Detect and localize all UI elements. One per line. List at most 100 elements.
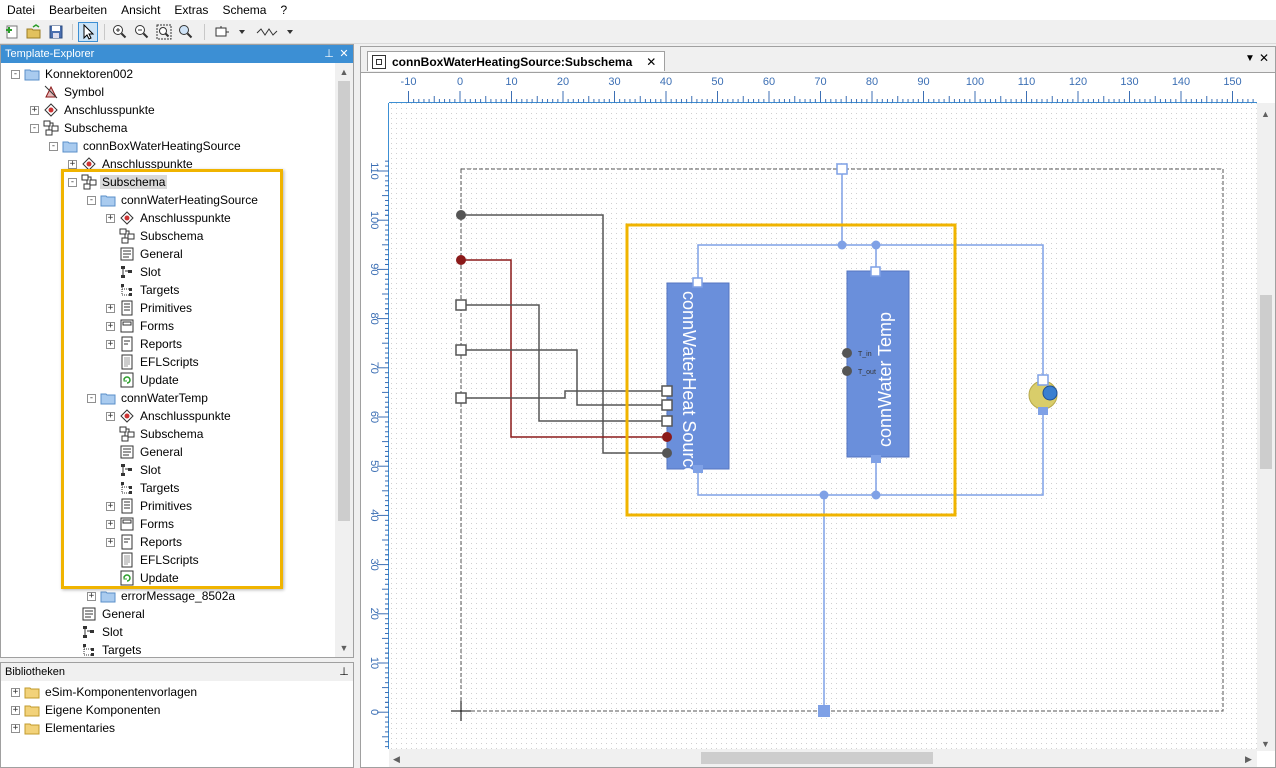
- port-node[interactable]: [455, 299, 467, 311]
- tree-item-anschlusspunkte[interactable]: +Anschlusspunkte: [106, 407, 233, 425]
- collapse-icon[interactable]: -: [68, 176, 77, 187]
- expand-icon[interactable]: +: [87, 590, 96, 601]
- canvas-vertical-scrollbar[interactable]: ▲ ▼: [1257, 103, 1275, 751]
- zoom-select-icon[interactable]: [176, 22, 196, 42]
- port-node[interactable]: [836, 163, 848, 175]
- tree-item-general[interactable]: General: [68, 605, 147, 623]
- tree-item-konnektoren002[interactable]: -Konnektoren002: [11, 65, 135, 83]
- zoom-fit-icon[interactable]: [154, 22, 174, 42]
- tree-item-connboxwaterheatingsource[interactable]: -connBoxWaterHeatingSource: [49, 137, 243, 155]
- canvas-horizontal-scrollbar[interactable]: ◀ ▶: [389, 749, 1257, 767]
- collapse-icon[interactable]: -: [87, 392, 96, 403]
- expand-icon[interactable]: +: [106, 536, 115, 547]
- expand-icon[interactable]: +: [106, 320, 115, 331]
- targets-icon: [119, 480, 135, 496]
- tree-item-eflscripts[interactable]: EFLScripts: [106, 353, 201, 371]
- folder-blue-icon: [24, 66, 40, 82]
- tree-item-forms[interactable]: +Forms: [106, 317, 176, 335]
- expand-icon[interactable]: +: [11, 704, 20, 715]
- tree-item-targets[interactable]: Targets: [106, 479, 181, 497]
- explorer-title: Template-Explorer: [1, 45, 353, 63]
- port-node[interactable]: [455, 392, 467, 404]
- expand-icon[interactable]: +: [106, 518, 115, 529]
- expand-icon[interactable]: +: [106, 410, 115, 421]
- tree-item-slot[interactable]: Slot: [106, 263, 163, 281]
- tree-item-symbol[interactable]: Symbol: [30, 83, 106, 101]
- tree-item-connwatertemp[interactable]: -connWaterTemp: [87, 389, 210, 407]
- tree-item-anschlusspunkte[interactable]: +Anschlusspunkte: [106, 209, 233, 227]
- tree-item-eflscripts[interactable]: EFLScripts: [106, 551, 201, 569]
- pin-icon[interactable]: ⊥: [339, 666, 349, 678]
- tree-item-label: Symbol: [64, 85, 105, 99]
- ruler-label: 70: [814, 76, 826, 88]
- tree-item-targets[interactable]: Targets: [68, 641, 143, 657]
- port-node[interactable]: [456, 255, 466, 265]
- tree-item-primitives[interactable]: +Primitives: [106, 299, 194, 317]
- tree-item-reports[interactable]: +Reports: [106, 335, 184, 353]
- collapse-icon[interactable]: -: [49, 140, 58, 151]
- component-connwaterheatsource[interactable]: connWaterHeat Source: [661, 277, 730, 477]
- close-icon[interactable]: ✕: [339, 48, 349, 60]
- tree-item-subschema[interactable]: Subschema: [106, 425, 205, 443]
- zoom-out-icon[interactable]: [132, 22, 152, 42]
- menu-schema[interactable]: Schema: [222, 3, 267, 17]
- tree-item-slot[interactable]: Slot: [68, 623, 125, 641]
- zoom-in-icon[interactable]: [110, 22, 130, 42]
- tree-item-general[interactable]: General: [106, 245, 185, 263]
- port-node[interactable]: [456, 210, 466, 220]
- tree-item-forms[interactable]: +Forms: [106, 515, 176, 533]
- tree-item-eigene-komponenten[interactable]: +Eigene Komponenten: [11, 701, 162, 719]
- expand-icon[interactable]: +: [68, 158, 77, 169]
- tab-close-icon[interactable]: ✕: [646, 54, 657, 69]
- document-tab[interactable]: connBoxWaterHeatingSource:Subschema ✕: [367, 51, 666, 71]
- explorer-scrollbar[interactable]: ▲ ▼: [335, 63, 353, 657]
- tree-item-reports[interactable]: +Reports: [106, 533, 184, 551]
- port-node[interactable]: [818, 705, 830, 717]
- collapse-icon[interactable]: -: [11, 68, 20, 79]
- tree-item-elementaries[interactable]: +Elementaries: [11, 719, 117, 737]
- open-template-icon[interactable]: [24, 22, 44, 42]
- expand-icon[interactable]: +: [106, 302, 115, 313]
- menu-extras[interactable]: Extras: [174, 3, 209, 17]
- new-template-icon[interactable]: [2, 22, 22, 42]
- document-close-icon[interactable]: ✕: [1259, 51, 1270, 65]
- collapse-icon[interactable]: -: [30, 122, 39, 133]
- expand-icon[interactable]: +: [30, 104, 39, 115]
- tree-item-subschema[interactable]: -Subschema: [68, 173, 168, 191]
- layout-icon[interactable]: [212, 22, 248, 42]
- tree-item-update[interactable]: Update: [106, 569, 181, 587]
- menu-ansicht[interactable]: Ansicht: [121, 3, 161, 17]
- expand-icon[interactable]: +: [106, 338, 115, 349]
- expand-icon[interactable]: +: [11, 686, 20, 697]
- ruler-label: 10: [505, 76, 517, 88]
- collapse-icon[interactable]: -: [87, 194, 96, 205]
- select-pointer-icon[interactable]: [78, 22, 98, 42]
- component-connwatertemp[interactable]: connWater Temp T_in T_out: [842, 266, 910, 463]
- tree-item-update[interactable]: Update: [106, 371, 181, 389]
- menu-bearbeiten[interactable]: Bearbeiten: [49, 3, 108, 17]
- tree-item-connwaterheatingsource[interactable]: -connWaterHeatingSource: [87, 191, 260, 209]
- tree-item-subschema[interactable]: Subschema: [106, 227, 205, 245]
- pin-icon[interactable]: ⊥: [324, 48, 334, 60]
- explorer-scroll-thumb[interactable]: [338, 81, 350, 521]
- tree-item-slot[interactable]: Slot: [106, 461, 163, 479]
- connector-style-icon[interactable]: [254, 22, 296, 42]
- tree-item-targets[interactable]: Targets: [106, 281, 181, 299]
- tree-item-errormessage-8502a[interactable]: +errorMessage_8502a: [87, 587, 237, 605]
- expand-icon[interactable]: +: [106, 212, 115, 223]
- menu-datei[interactable]: Datei: [7, 3, 36, 17]
- tree-item-esim-komponentenvorlagen[interactable]: +eSim-Komponentenvorlagen: [11, 683, 199, 701]
- save-icon[interactable]: [46, 22, 66, 42]
- tree-item-primitives[interactable]: +Primitives: [106, 497, 194, 515]
- tree-item-anschlusspunkte[interactable]: +Anschlusspunkte: [30, 101, 157, 119]
- sensor-icon[interactable]: [1028, 374, 1058, 415]
- expand-icon[interactable]: +: [106, 500, 115, 511]
- expand-icon[interactable]: +: [11, 722, 20, 733]
- update-icon: [119, 372, 135, 388]
- tab-list-icon[interactable]: ▼: [1245, 53, 1255, 64]
- menu--[interactable]: ?: [280, 3, 288, 17]
- port-node[interactable]: [455, 344, 467, 356]
- tree-item-general[interactable]: General: [106, 443, 185, 461]
- tree-item-subschema[interactable]: -Subschema: [30, 119, 129, 137]
